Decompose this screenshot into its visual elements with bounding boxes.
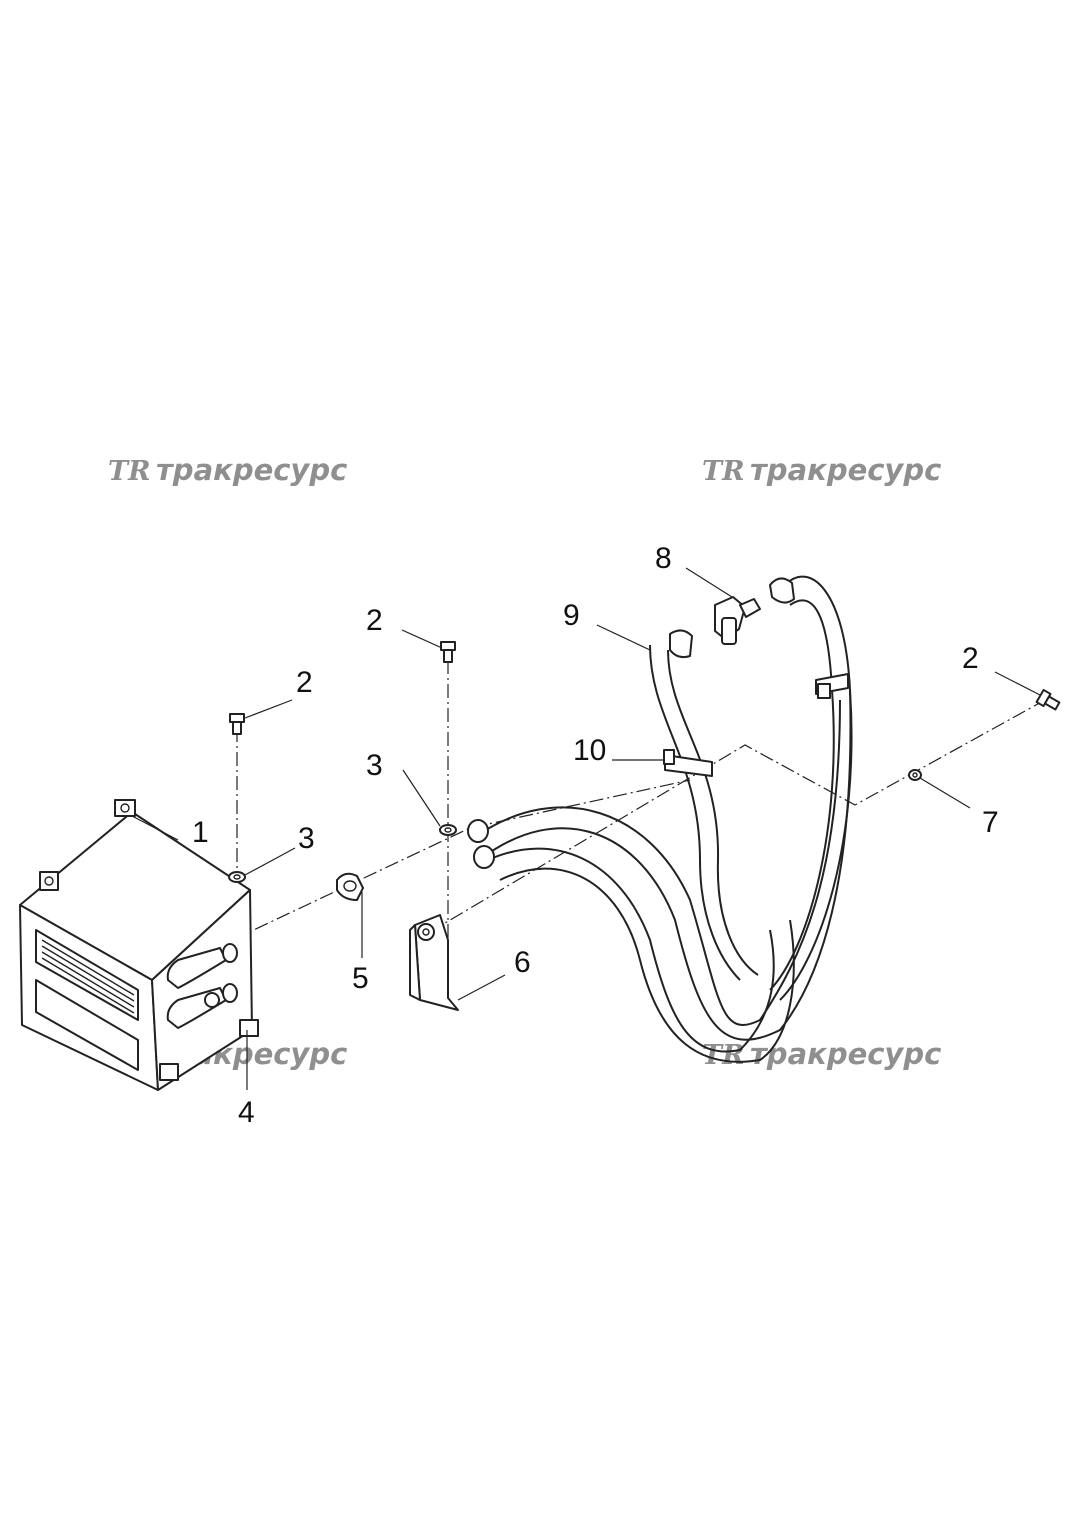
coolant-hoses xyxy=(467,575,853,1063)
heater-pipe-stubs xyxy=(166,943,238,1029)
callout-5: 5 xyxy=(352,962,369,995)
callout-8: 8 xyxy=(655,542,672,575)
callout-2-right: 2 xyxy=(962,642,979,675)
hose-clip xyxy=(336,872,364,901)
watermark-text: тракресурс xyxy=(750,453,941,487)
watermark-top-left: TR тракресурс xyxy=(108,453,347,487)
mounting-tab xyxy=(39,871,59,891)
mounting-tab xyxy=(159,1063,179,1081)
watermark-top-right: TR тракресурс xyxy=(702,453,941,487)
callout-3-center: 3 xyxy=(366,749,383,782)
callout-10: 10 xyxy=(573,734,606,767)
mounting-tab xyxy=(239,1019,259,1037)
callout-9: 9 xyxy=(563,599,580,632)
heater-grille-slats xyxy=(41,939,135,1014)
leader-lines xyxy=(131,567,1041,1090)
callout-3-left: 3 xyxy=(298,822,315,855)
mounting-bracket xyxy=(409,914,459,1011)
watermark-text: тракресурс xyxy=(750,1037,941,1071)
watermark-logo: TR xyxy=(702,1040,745,1071)
washer xyxy=(439,824,457,836)
heater-unit xyxy=(19,799,259,1091)
bolt xyxy=(1035,688,1061,711)
watermark-logo: TR xyxy=(702,456,745,487)
washer xyxy=(908,769,922,781)
callout-7: 7 xyxy=(982,806,999,839)
bolt xyxy=(440,641,456,663)
callout-2-left: 2 xyxy=(296,666,313,699)
callout-1: 1 xyxy=(192,816,209,849)
bolt xyxy=(229,713,245,735)
watermark-logo: TR xyxy=(108,456,151,487)
callout-2-center: 2 xyxy=(366,604,383,637)
callout-labels: 1 2 2 2 3 3 4 5 6 7 8 9 10 xyxy=(192,542,999,1129)
washer xyxy=(228,871,246,883)
callout-6: 6 xyxy=(514,946,531,979)
callout-4: 4 xyxy=(238,1096,255,1129)
hose-clamp xyxy=(815,673,849,699)
drain-valve xyxy=(714,596,761,645)
watermark-bottom-right: TR тракресурс xyxy=(702,1037,941,1071)
mounting-tab xyxy=(114,799,136,817)
watermark-text: тракресурс xyxy=(156,453,347,487)
hose-clamp xyxy=(663,749,713,777)
